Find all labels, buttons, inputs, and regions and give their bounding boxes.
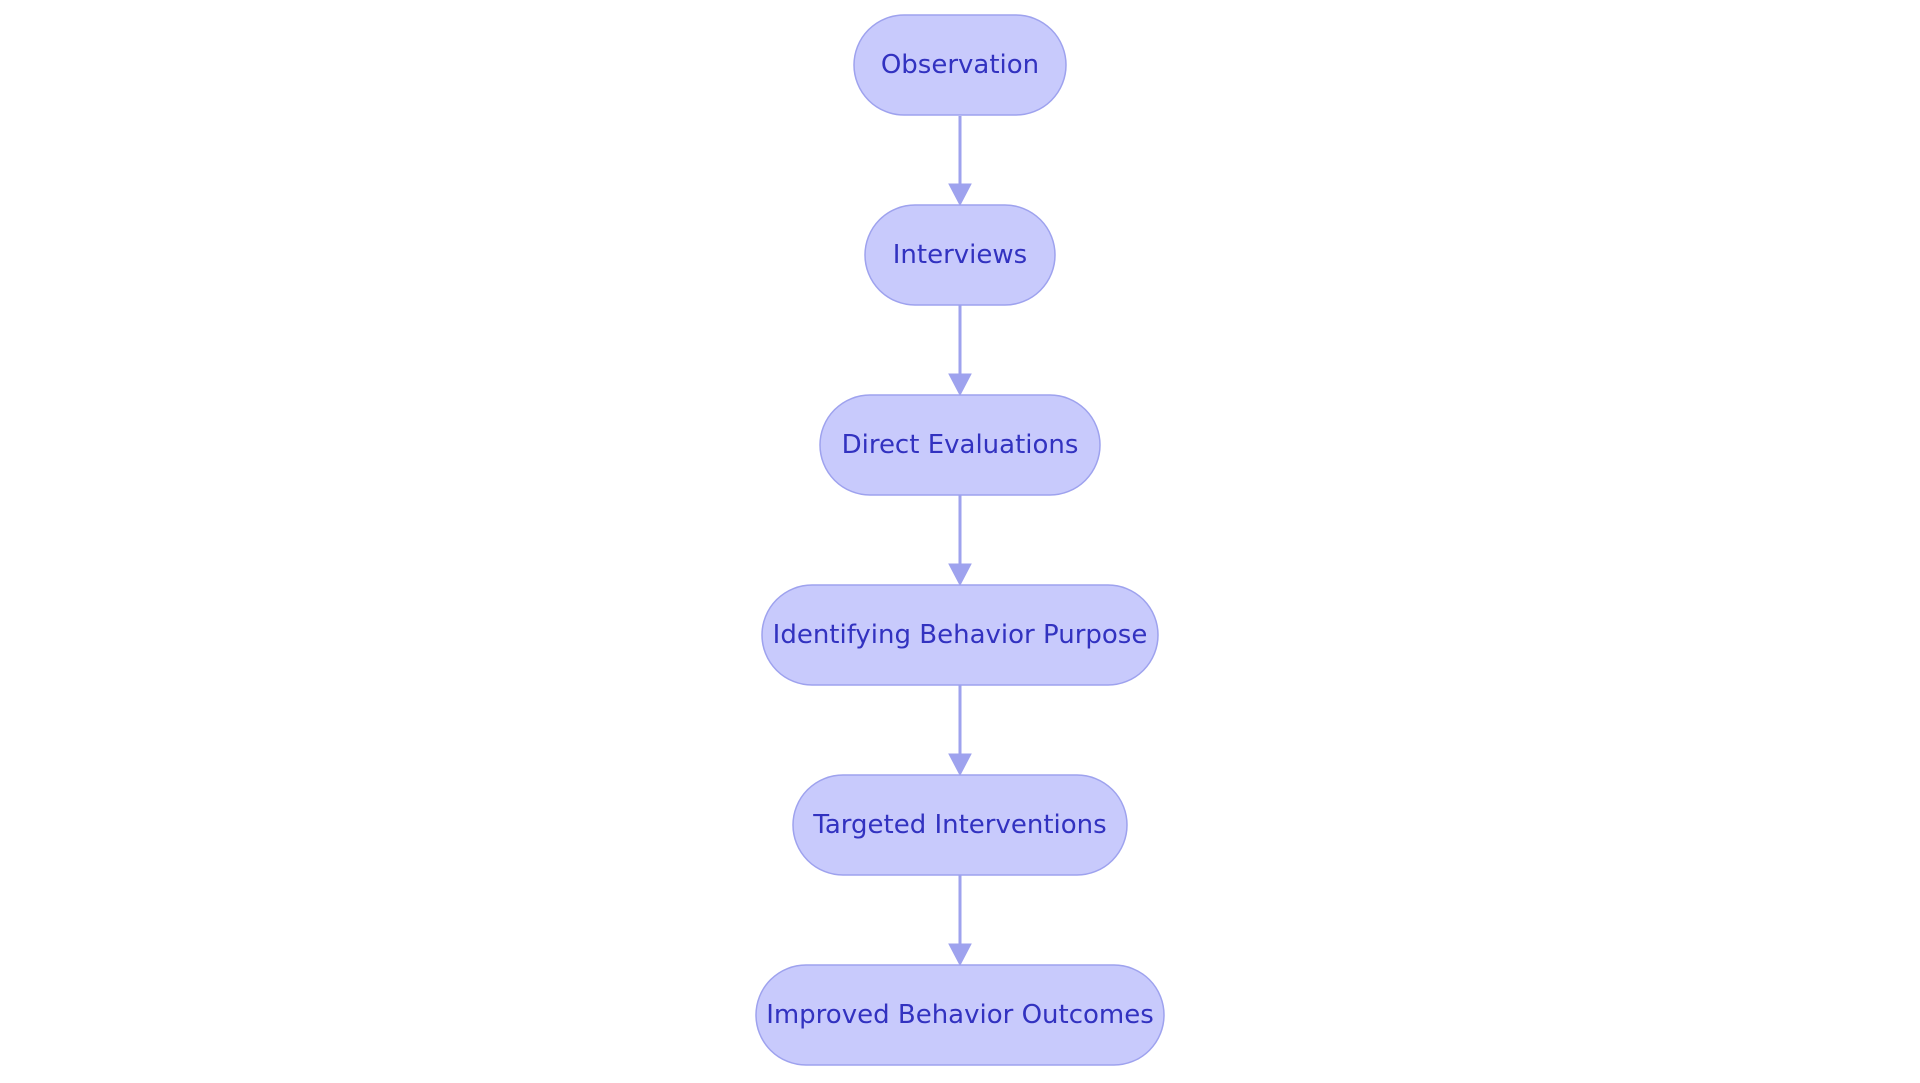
nodes: Observation Interviews Direct Evaluation… <box>755 14 1165 1066</box>
edge-observation-to-interviews <box>948 116 972 207</box>
node-identifying-behavior-purpose: Identifying Behavior Purpose <box>761 584 1159 686</box>
node-observation-label: Observation <box>881 50 1039 80</box>
node-identifying-behavior-purpose-label: Identifying Behavior Purpose <box>773 620 1148 650</box>
node-interviews: Interviews <box>864 204 1056 306</box>
node-observation: Observation <box>853 14 1067 116</box>
node-direct-evaluations-label: Direct Evaluations <box>842 430 1079 460</box>
edge-targeted-interventions-to-improved-behavior-outcomes <box>948 875 972 967</box>
node-targeted-interventions-label: Targeted Interventions <box>812 810 1106 840</box>
edges <box>948 116 972 967</box>
node-improved-behavior-outcomes: Improved Behavior Outcomes <box>755 964 1165 1066</box>
node-interviews-label: Interviews <box>893 240 1027 270</box>
node-improved-behavior-outcomes-label: Improved Behavior Outcomes <box>766 1000 1154 1030</box>
edge-interviews-to-direct-evaluations <box>948 305 972 397</box>
node-direct-evaluations: Direct Evaluations <box>819 394 1101 496</box>
edge-direct-evaluations-to-identifying-behavior-purpose <box>948 495 972 587</box>
edge-identifying-behavior-purpose-to-targeted-interventions <box>948 685 972 777</box>
node-targeted-interventions: Targeted Interventions <box>792 774 1128 876</box>
